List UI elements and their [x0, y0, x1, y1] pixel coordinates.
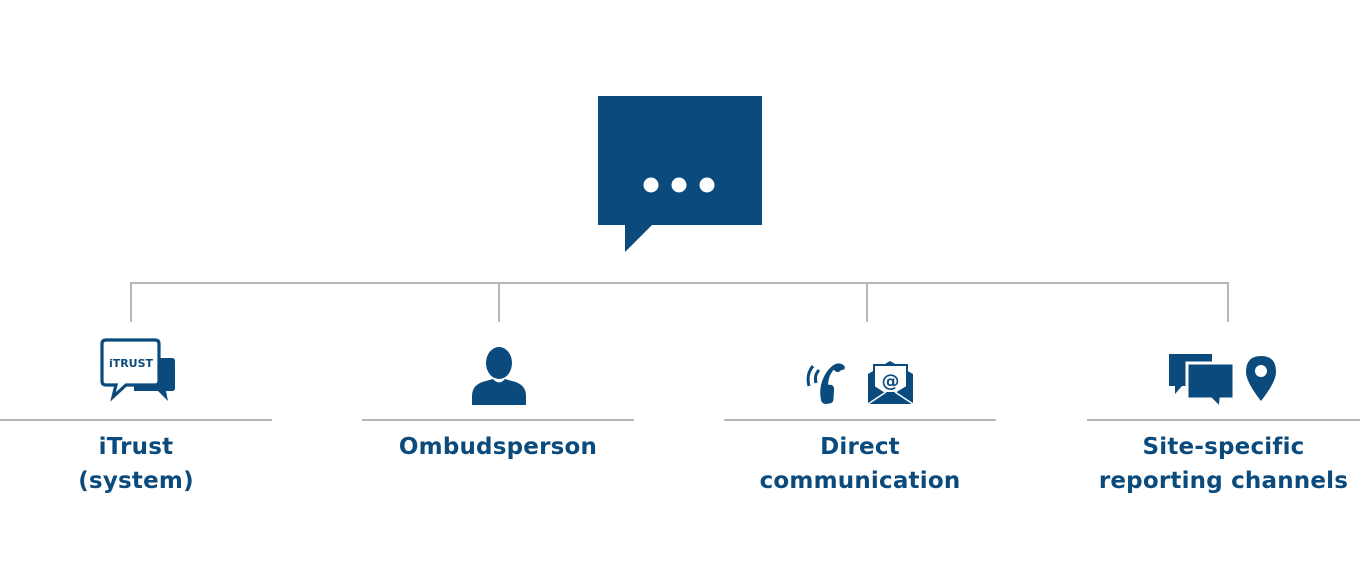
- channel-label-line2: (system): [78, 468, 194, 494]
- channel-site-specific: Site-specific reporting channels: [1087, 330, 1360, 530]
- channel-label-line2: reporting channels: [1098, 468, 1349, 494]
- email-envelope-icon: @: [867, 361, 914, 405]
- person-icon: [472, 347, 526, 405]
- itrust-chat-bubbles-icon: iTRUST: [100, 338, 175, 402]
- channel-label: Ombudsperson: [362, 430, 634, 464]
- channel-divider: [1087, 419, 1360, 421]
- channel-label: Direct communication: [724, 430, 996, 498]
- channel-label-line1: Ombudsperson: [398, 434, 598, 460]
- channel-label-line2: communication: [759, 468, 961, 494]
- svg-text:@: @: [882, 371, 900, 392]
- phone-and-email-icon: @: [806, 361, 914, 405]
- speech-bubble-ellipsis-icon: [598, 96, 762, 252]
- channel-label: Site-specific reporting channels: [1087, 430, 1360, 498]
- channel-divider: [0, 419, 272, 421]
- svg-text:iTRUST: iTRUST: [109, 357, 154, 370]
- phone-icon: [806, 363, 845, 405]
- channel-divider: [724, 419, 996, 421]
- channel-label-line1: Direct: [820, 434, 900, 460]
- channel-divider: [362, 419, 634, 421]
- chat-bubbles-icon: [1169, 354, 1236, 410]
- chat-bubbles-and-location-pin-icon: [1169, 354, 1276, 410]
- channel-label: iTrust (system): [0, 430, 272, 498]
- channel-itrust: iTRUST iTrust (system): [0, 330, 272, 530]
- channel-ombudsperson: Ombudsperson: [362, 330, 634, 530]
- channel-label-line1: iTrust: [98, 434, 174, 460]
- channel-label-line1: Site-specific: [1142, 434, 1305, 460]
- channel-direct-communication: @ Direct communication: [724, 330, 996, 530]
- location-pin-icon: [1246, 356, 1276, 401]
